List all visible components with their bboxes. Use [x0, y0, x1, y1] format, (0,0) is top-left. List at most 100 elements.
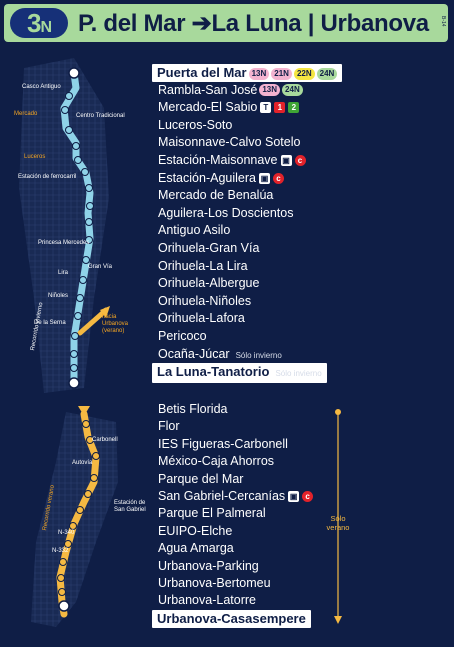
summer-branch-line [77, 307, 109, 336]
route-map-bottom [31, 406, 118, 627]
stop-orihuela-gran-vía: Orihuela-Gran Vía [158, 240, 259, 256]
stop-name: Orihuela-Gran Vía [158, 241, 260, 255]
stop-name: Parque del Mar [158, 471, 244, 486]
stop-flor: Flor [158, 418, 180, 434]
map-label-carbonell: Carbonell [92, 437, 118, 443]
map-label-princesa: Princesa Mercedes [38, 240, 90, 246]
map-label-casco: Casco Antiguo [22, 84, 61, 90]
stop-la-luna-tanatorio: La Luna-Tanatorio Sólo invierno [152, 363, 327, 384]
cercanias-icon: c [302, 491, 314, 503]
stop-estación-aguilera: Estación-Aguilera▣c [158, 170, 284, 186]
stop-name: Mercado de Benalúa [158, 188, 274, 203]
map-label-serna: De la Serna [34, 320, 66, 326]
stop-note: Sólo invierno [275, 369, 322, 379]
stop-urbanova-parking: Urbanova-Parking [158, 558, 259, 574]
seasonal-range-bracket [334, 409, 342, 624]
stop-name: Parque El Palmeral [158, 506, 266, 521]
stop-ocaña-júcar: Ocaña-Júcar Sólo invierno [158, 346, 282, 364]
stop-name: Aguilera-Los Doscientos [158, 205, 294, 220]
stop-name: Flor [158, 419, 180, 434]
stop-name: Puerta del Mar [157, 65, 247, 80]
stop-agua-amarga: Agua Amarga [158, 540, 234, 556]
stop-name: Rambla-San José [158, 82, 258, 97]
map-label-hacia: hacia Urbanova (verano) [102, 314, 129, 334]
route-map-top [19, 58, 110, 393]
map-label-luceros: Luceros [24, 154, 46, 160]
stop-name: Orihuela-Lafora [158, 311, 245, 326]
stop-name: Urbanova-Casasempere [157, 610, 306, 626]
line-badge-24n: 24N [316, 67, 338, 80]
stop-name: Estación-Aguilera [158, 170, 256, 185]
stop-parque-el-palmeral: Parque El Palmeral [158, 505, 266, 521]
stop-euipo-elche: EUIPO-Elche [158, 523, 232, 539]
stop-name: Luceros-Soto [158, 117, 233, 132]
stop-pericoco: Pericoco [158, 328, 207, 344]
stop-name: EUIPO-Elche [158, 523, 233, 538]
map-label-sangabriel: Estación de San Gabriel [114, 500, 146, 513]
line-badge-13n: 13N [248, 67, 270, 80]
map-label-n332: N-332 [52, 548, 69, 554]
map-label-estacion: Estación de ferrocarril [18, 174, 77, 180]
stop-urbanova-bertomeu: Urbanova-Bertomeu [158, 575, 271, 591]
stop-aguilera-los-doscientos: Aguilera-Los Doscientos [158, 205, 294, 221]
stop-name: México-Caja Ahorros [158, 454, 275, 469]
tram-line-1-icon: 1 [274, 102, 286, 114]
stop-mercado-de-benalúa: Mercado de Benalúa [158, 187, 273, 203]
stop-name: Antiguo Asilo [158, 223, 231, 238]
map-label-ninoles: Niñoles [48, 293, 69, 299]
stop-orihuela-lafora: Orihuela-Lafora [158, 310, 245, 326]
cercanias-icon: c [294, 155, 306, 167]
train-icon: ▣ [258, 172, 270, 184]
stop-name: Orihuela-Niñoles [158, 293, 252, 308]
stop-name: San Gabriel-Cercanías [158, 489, 286, 503]
metro-tram-icon: T [260, 102, 272, 114]
stop-méxico-caja-ahorros: México-Caja Ahorros [158, 453, 274, 469]
side-code: B-14 [440, 16, 446, 27]
map-label-centro: Centro Tradicional [76, 113, 125, 119]
stop-betis-florida: Betis Florida [158, 401, 227, 417]
route-number-badge: 3N [10, 8, 68, 38]
stop-name: Ocaña-Júcar [158, 346, 230, 361]
stop-name: Urbanova-Parking [158, 558, 259, 573]
stop-name: Agua Amarga [158, 541, 234, 556]
cercanias-icon: c [272, 172, 284, 184]
stop-name: Urbanova-Latorre [158, 593, 256, 608]
stop-name: Mercado-El Sabio [158, 100, 258, 115]
route-title: P. del Mar ➔La Luna | Urbanova [78, 10, 429, 37]
stop-name: Pericoco [158, 329, 207, 343]
stop-ies-figueras-carbonell: IES Figueras-Carbonell [158, 436, 288, 452]
stop-name: Maisonnave-Calvo Sotelo [158, 135, 301, 150]
stop-urbanova-casasempere: Urbanova-Casasempere [152, 609, 311, 628]
stop-name: La Luna-Tanatorio [157, 364, 270, 380]
map-label-autovia: Autovía [72, 460, 93, 466]
train-icon: ▣ [280, 155, 292, 167]
line-badge-13n: 13N [259, 84, 281, 97]
stop-urbanova-latorre: Urbanova-Latorre [158, 592, 256, 608]
map-label-n340: N-340 [58, 530, 75, 536]
stop-name: Betis Florida [158, 402, 228, 416]
stop-orihuela-la-lira: Orihuela-La Lira [158, 258, 248, 274]
stop-name: Urbanova-Bertomeu [158, 576, 271, 590]
stop-orihuela-niñoles: Orihuela-Niñoles [158, 293, 251, 309]
train-icon: ▣ [288, 491, 300, 503]
stop-name: Orihuela-La Lira [158, 258, 248, 273]
stop-luceros-soto: Luceros-Soto [158, 117, 232, 133]
stop-note: Sólo invierno [235, 350, 282, 360]
seasonal-label: Sólo verano [326, 514, 350, 532]
map-label-mercado: Mercado [14, 111, 38, 117]
stop-name: IES Figueras-Carbonell [158, 436, 288, 451]
stop-maisonnave-calvo-sotelo: Maisonnave-Calvo Sotelo [158, 134, 300, 150]
line-badge-21n: 21N [271, 67, 292, 80]
route-header: 3N P. del Mar ➔La Luna | Urbanova B-14 [4, 4, 448, 42]
stop-san-gabriel-cercanías: San Gabriel-Cercanías▣c [158, 488, 314, 504]
line-badge-24n: 24N [282, 84, 303, 97]
stop-parque-del-mar: Parque del Mar [158, 471, 243, 487]
stop-orihuela-albergue: Orihuela-Albergue [158, 275, 259, 291]
stop-name: Orihuela-Albergue [158, 276, 260, 291]
map-label-lira: Lira [58, 270, 69, 276]
map-label-granvia: Gran Vía [88, 264, 113, 270]
stop-estación-maisonnave: Estación-Maisonnave▣c [158, 152, 306, 168]
